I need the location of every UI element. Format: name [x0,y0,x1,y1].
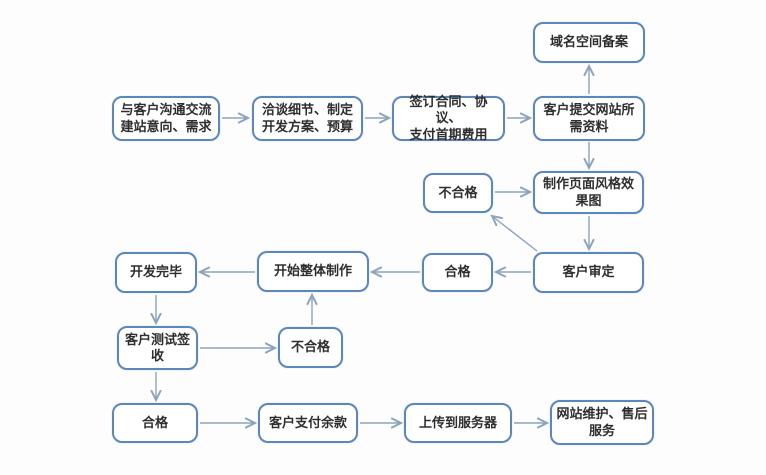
node-upload-server: 上传到服务器 [404,403,512,443]
node-client-test-accept: 客户测试签 收 [117,326,198,370]
node-unqualified-style: 不合格 [423,173,493,213]
node-negotiate-plan: 洽谈细节、制定 开发方案、预算 [252,96,363,141]
node-pay-balance: 客户支付余款 [258,403,358,443]
node-dev-complete: 开发完毕 [115,252,197,293]
node-style-mockup: 制作页面风格效 果图 [533,171,644,214]
node-unqualified-test: 不合格 [278,327,343,368]
node-domain-filing: 域名空间备案 [533,22,645,63]
node-qualified-test: 合格 [112,403,198,443]
node-communicate-needs: 与客户沟通交流 建站意向、需求 [112,96,220,141]
node-maintenance-aftersales: 网站维护、售后 服务 [550,400,654,445]
node-submit-materials: 客户提交网站所 需资料 [533,96,645,141]
node-sign-contract-pay: 签订合同、协议、 支付首期费用 [392,94,505,142]
node-start-production: 开始整体制作 [257,251,369,292]
node-qualified-review: 合格 [422,253,493,292]
arrow-review-to-unqualified [492,216,538,252]
node-client-review: 客户审定 [533,252,644,293]
